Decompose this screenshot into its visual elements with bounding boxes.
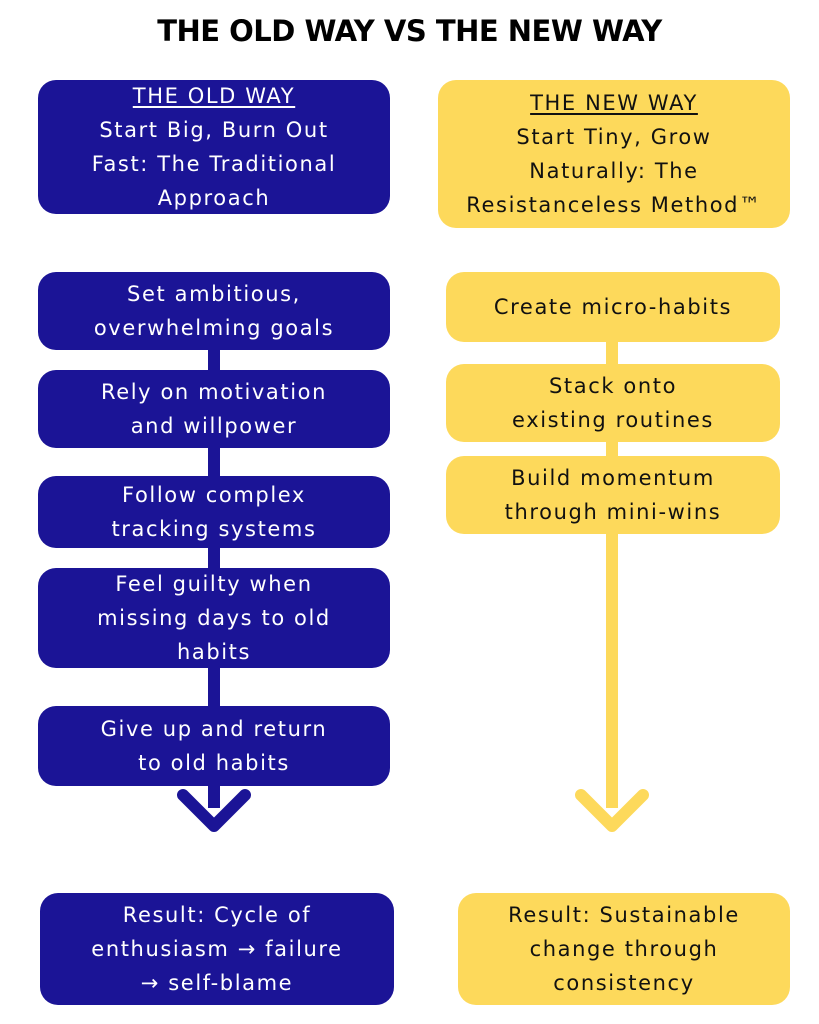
result-text-line: change through [529, 937, 719, 961]
old-way-subtitle-line: Fast: The Traditional [91, 152, 337, 176]
new-way-heading: THE NEW WAY [530, 91, 698, 115]
old-way-heading: THE OLD WAY [132, 84, 296, 108]
old-way-arrow-head [177, 789, 251, 832]
new-way-subtitle-line: Naturally: The [529, 159, 699, 183]
old-way-subtitle-line: Start Big, Burn Out [99, 118, 329, 142]
step-text-line: overwhelming goals [93, 316, 335, 340]
step-text-line: habits [176, 640, 252, 664]
new-way-step-3: Build momentum through mini-wins [446, 456, 780, 534]
old-way-step-4: Feel guilty when missing days to old hab… [38, 568, 390, 668]
new-way-subtitle-line: Start Tiny, Grow [516, 125, 712, 149]
new-way-step-2: Stack onto existing routines [446, 364, 780, 442]
step-text-line: Rely on motivation [100, 380, 328, 404]
step-text-line: through mini-wins [504, 500, 722, 524]
step-text-line: and willpower [130, 414, 298, 438]
new-way-header-box: THE NEW WAY Start Tiny, Grow Naturally: … [438, 80, 790, 228]
old-way-step-1: Set ambitious, overwhelming goals [38, 272, 390, 350]
step-text-line: Build momentum [511, 466, 715, 490]
new-way-subtitle-line: Resistanceless Method™ [466, 193, 762, 217]
step-text-line: Give up and return [100, 717, 328, 741]
result-text-line: Result: Cycle of [122, 903, 312, 927]
step-text-line: to old habits [138, 751, 290, 775]
step-text-line: tracking systems [111, 517, 317, 541]
result-text-line: → self-blame [140, 971, 294, 995]
old-way-header-box: THE OLD WAY Start Big, Burn Out Fast: Th… [38, 80, 390, 214]
step-text-line: Create micro-habits [493, 295, 733, 319]
page-title: THE OLD WAY VS THE NEW WAY [157, 14, 662, 48]
step-text-line: Follow complex [122, 483, 306, 507]
new-way-result-box: Result: Sustainable change through consi… [458, 893, 790, 1005]
old-way-result-box: Result: Cycle of enthusiasm → failure → … [40, 893, 394, 1005]
step-text-line: existing routines [512, 408, 714, 432]
new-way-arrow-head [575, 789, 649, 832]
old-way-step-5: Give up and return to old habits [38, 706, 390, 786]
step-text-line: missing days to old [97, 606, 331, 630]
result-text-line: enthusiasm → failure [91, 937, 343, 961]
old-way-step-2: Rely on motivation and willpower [38, 370, 390, 448]
old-way-subtitle-line: Approach [157, 186, 271, 210]
result-text-line: Result: Sustainable [508, 903, 740, 927]
old-way-step-3: Follow complex tracking systems [38, 476, 390, 548]
new-way-step-1: Create micro-habits [446, 272, 780, 342]
result-text-line: consistency [553, 971, 695, 995]
step-text-line: Set ambitious, [127, 282, 301, 306]
step-text-line: Feel guilty when [115, 572, 313, 596]
step-text-line: Stack onto [548, 374, 678, 398]
